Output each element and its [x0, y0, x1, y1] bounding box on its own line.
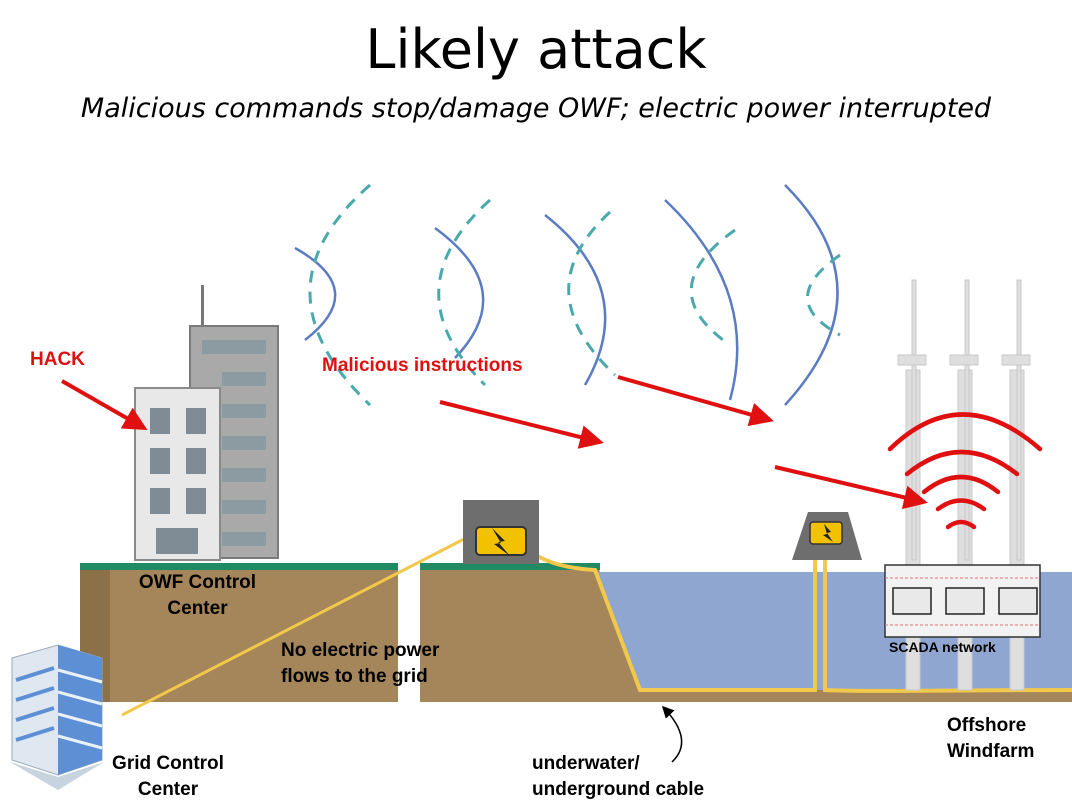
scada-network	[884, 564, 1041, 638]
owf-label-line2: Center	[167, 598, 228, 619]
owf-control-center-building	[134, 285, 279, 561]
cable-line2: underground cable	[532, 779, 705, 800]
malicious-instructions-label: Malicious instructions	[322, 355, 523, 376]
grid-control-center-label: Grid Control Center	[98, 751, 238, 803]
grid-control-center-building	[10, 644, 104, 790]
grid-label-line2: Center	[137, 779, 199, 800]
no-electric-power-label: No electric power flows to the grid	[281, 638, 439, 690]
slide-subtitle: Malicious commands stop/damage OWF; elec…	[80, 93, 992, 124]
slide-title: Likely attack	[365, 18, 707, 81]
offshore-platform	[792, 512, 862, 560]
no-power-line2: flows to the grid	[281, 666, 428, 687]
cable-line1: underwater/	[532, 753, 640, 774]
radio-waves-dashed	[308, 183, 841, 407]
offshore-line1: Offshore	[947, 715, 1027, 736]
attack-arrows	[61, 375, 928, 510]
hack-label: HACK	[30, 349, 85, 370]
grid-label-line1: Grid Control	[112, 753, 224, 774]
attack-signal-arcs	[887, 412, 1043, 530]
owf-control-center-label: OWF Control Center	[120, 570, 275, 622]
cable-label: underwater/ underground cable	[532, 751, 704, 803]
land-right	[420, 563, 1072, 702]
offshore-windfarm-label: Offshore Windfarm	[947, 713, 1034, 765]
radio-waves-solid	[294, 184, 839, 406]
offshore-line2: Windfarm	[947, 741, 1035, 762]
scada-network-label: SCADA network	[889, 639, 996, 655]
onshore-substation	[463, 500, 539, 564]
grid-power-line	[121, 536, 467, 717]
no-power-line1: No electric power	[281, 640, 440, 661]
owf-label-line1: OWF Control	[138, 572, 257, 593]
cable-pointer-arrow	[661, 705, 683, 763]
